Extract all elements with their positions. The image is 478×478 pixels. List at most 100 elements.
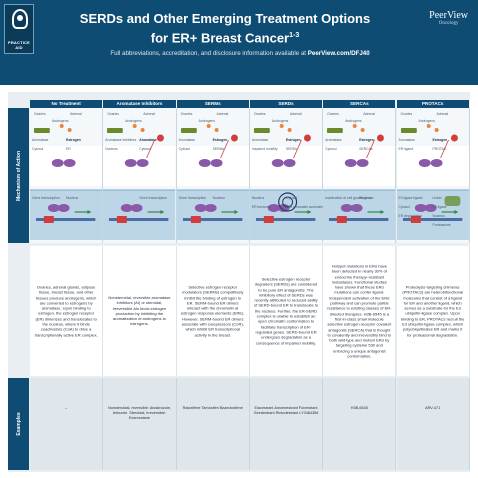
- title-line-2-main: for ER+ Breast Cancer: [150, 30, 290, 46]
- estrogen-receptor: [63, 159, 76, 167]
- diagram-label: Androgens: [198, 119, 215, 123]
- description-text: Selective estrogen receptor degraders (S…: [253, 276, 319, 346]
- description-text: Hotspot mutations in ERα have been detec…: [327, 263, 392, 359]
- brand-sub: Oncology: [438, 21, 459, 26]
- diagram-label: Nucleus: [432, 214, 445, 218]
- diagram-label: Inactivation of cell growth genes: [325, 196, 374, 200]
- dna-strand: [109, 218, 169, 221]
- estrogen-molecule: [279, 124, 284, 128]
- column-header-serds: SERDs: [249, 100, 323, 108]
- drug-molecule: [377, 134, 385, 142]
- drug-molecule: [303, 134, 311, 142]
- diagram-label: Nucleus: [251, 196, 265, 200]
- examples-text: Elacestrant Amcenestrant Fulvestrant Gir…: [253, 406, 319, 415]
- description-text: Nonsteroidal, reversible aromatase inhib…: [108, 295, 171, 327]
- subtitle-link[interactable]: PeerView.com/DFJ40: [307, 50, 370, 57]
- description-cell-aromatase-inhibitors: Nonsteroidal, reversible aromatase inhib…: [103, 246, 177, 376]
- diagram-label: Adrenal: [70, 112, 82, 116]
- ere-element: [117, 216, 128, 223]
- column-header-sercas: SERCAs: [323, 100, 396, 108]
- diagram-label: Nucleus: [359, 196, 372, 200]
- drug-action-line: [439, 139, 449, 159]
- estrogen-molecule: [59, 124, 64, 128]
- chromatin-inner-icon: [282, 196, 293, 208]
- er-dimer: [424, 204, 437, 212]
- er-dimer: [131, 204, 143, 212]
- estrogen-receptor: [125, 159, 137, 167]
- mechanism-label-text: Mechanism of Action: [15, 150, 22, 201]
- arrow-head-icon: [234, 210, 238, 214]
- arrow-head-icon: [453, 210, 458, 214]
- ere-element: [410, 216, 421, 223]
- estrogen-molecule: [434, 128, 439, 132]
- estrogen-receptor: [136, 159, 149, 167]
- diagram-label: Adrenal: [289, 112, 302, 116]
- er-dimer: [194, 204, 207, 212]
- drug-action-line: [293, 139, 302, 159]
- practice-aid-badge: PRACTICE AID: [4, 4, 34, 54]
- proteasome-icon: [444, 196, 460, 206]
- nucleus-region: [323, 190, 396, 240]
- examples-cell-serms: Raloxifene Tamoxifen Bazedoxifene: [176, 378, 250, 470]
- estrogen-receptor: [344, 159, 357, 167]
- estrogen-receptor: [51, 159, 64, 167]
- badge-label: PRACTICE AID: [7, 40, 31, 50]
- diagram-label: Cytosol: [178, 147, 190, 151]
- description-cell-serms: Selective estrogen receptor modulators (…: [176, 246, 250, 376]
- diagram-label: Androgens: [271, 119, 289, 123]
- examples-text: ARV-471: [425, 406, 441, 410]
- mechanism-diagram: [103, 124, 176, 240]
- diagram-label: Androgens: [418, 119, 435, 123]
- diagram-label: Ovaries: [107, 112, 119, 116]
- description-text: Ovaries, adrenal glands, adipose tissue,…: [34, 284, 98, 338]
- diagram-label: Ovaries: [327, 112, 339, 116]
- column-header-no-treatment: No Treatment: [30, 100, 103, 108]
- arrow-head-icon: [160, 210, 165, 214]
- estrogen-molecule: [287, 128, 292, 132]
- diagram-label: Ovaries: [253, 112, 266, 116]
- page-title: SERDs and Other Emerging Treatment Optio…: [60, 10, 390, 46]
- chromatin-icon: [278, 192, 298, 212]
- nucleus-region: [103, 190, 176, 240]
- estrogen-receptor: [430, 159, 443, 167]
- arrow-head-icon: [307, 210, 312, 214]
- diagram-label: E3 ligase: [432, 205, 447, 209]
- description-cell-no-treatment: Ovaries, adrenal glands, adipose tissue,…: [30, 246, 104, 376]
- mechanism-diagram: [30, 124, 103, 240]
- estrogen-receptor: [356, 159, 369, 167]
- diagram-label: SERMs: [212, 147, 225, 151]
- diagram-label: Adrenal: [436, 112, 449, 116]
- title-line-2: for ER+ Breast Cancer1-3: [60, 27, 390, 46]
- dna-strand: [35, 218, 96, 221]
- diagram-label: Androgens: [52, 119, 69, 123]
- estrogen-molecule: [352, 124, 357, 128]
- aromatase-shape: [107, 128, 124, 133]
- drug-action-line: [146, 139, 156, 159]
- diagram-label: Gene transcription: [32, 196, 60, 200]
- diagram-label: Estrogen: [432, 138, 448, 142]
- diagram-label: Aromatase: [398, 138, 415, 142]
- er-dimer: [350, 204, 363, 212]
- ere-element: [190, 216, 201, 223]
- mechanism-diagram: [176, 124, 249, 240]
- diagram-label: Adrenal: [216, 112, 229, 116]
- ere-element: [43, 216, 54, 223]
- description-cell-protacs: Proteolysis-targeting chimeras (PROTACs)…: [396, 246, 470, 376]
- diagram-label: Gene transcription: [139, 196, 168, 200]
- diagram-label: Nucleus: [212, 196, 225, 200]
- diagram-label: Estrogen: [212, 138, 228, 142]
- diagram-label: Aromatase inhibitors: [105, 138, 137, 142]
- examples-cell-protacs: ARV-471: [396, 378, 470, 470]
- examples-cell-serds: Elacestrant Amcenestrant Fulvestrant Gir…: [249, 378, 324, 470]
- description-cell-serds: Selective estrogen receptor degraders (S…: [249, 246, 324, 376]
- drug-action-line: [366, 139, 376, 159]
- examples-text: H3B-6545: [350, 406, 368, 410]
- header-banner: PRACTICE AID SERDs and Other Emerging Tr…: [0, 0, 478, 85]
- estrogen-receptor: [210, 159, 223, 167]
- er-dimer: [414, 204, 427, 212]
- diagram-label: Estrogen: [285, 138, 301, 142]
- page-subtitle: Full abbreviations, accreditation, and d…: [50, 50, 430, 57]
- examples-text: –: [65, 406, 68, 410]
